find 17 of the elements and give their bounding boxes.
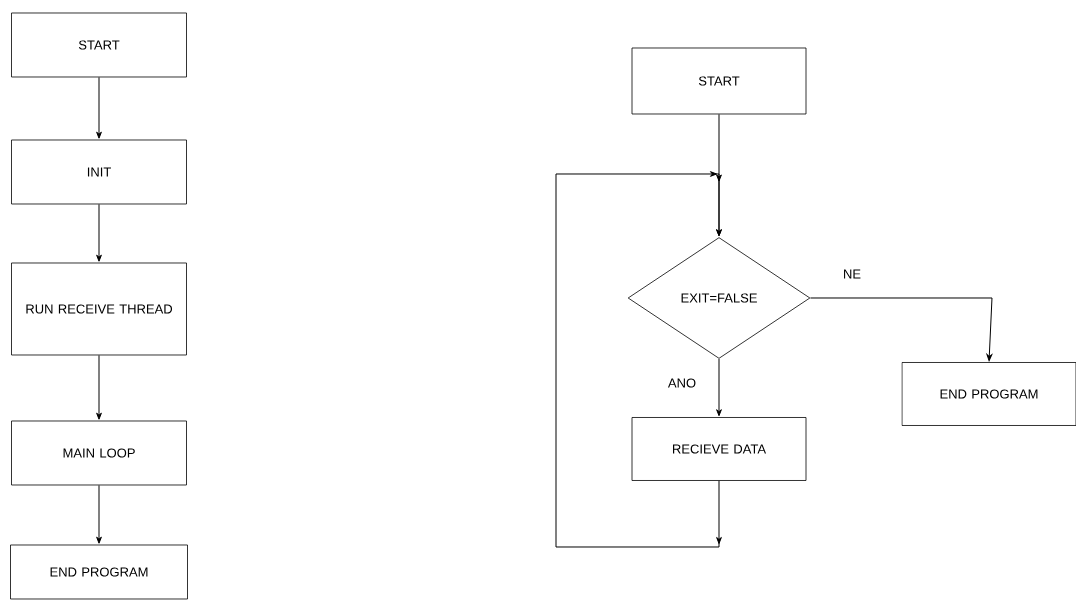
arrow — [809, 297, 993, 362]
process-box: RUN RECEIVE THREAD — [11, 262, 187, 356]
arrow — [96, 354, 102, 420]
process-box: START — [631, 47, 807, 115]
process-box: RECIEVE DATA — [631, 417, 807, 481]
arrow — [96, 76, 102, 139]
process-box: END PROGRAM — [901, 362, 1076, 426]
edge-label: ANO — [666, 377, 698, 389]
arrow — [555, 171, 722, 548]
arrow — [716, 358, 722, 417]
process-box: END PROGRAM — [10, 544, 188, 600]
edge-label: NE — [841, 268, 863, 280]
process-box: START — [11, 12, 187, 78]
process-box: MAIN LOOP — [11, 420, 187, 486]
arrow — [96, 203, 102, 262]
arrow — [96, 484, 102, 544]
process-box: INIT — [11, 139, 187, 205]
